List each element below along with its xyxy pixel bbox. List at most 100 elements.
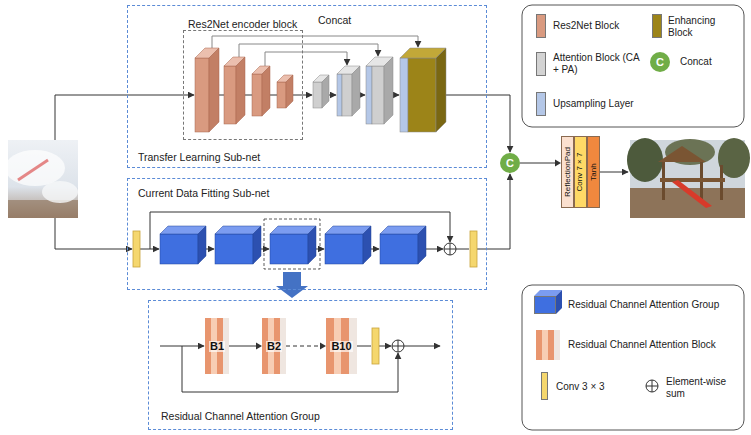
legend-swatch (536, 92, 546, 116)
residual-group-cubes-part (418, 226, 426, 264)
clear-output-image-part (660, 178, 725, 182)
clear-output-image-part (672, 180, 712, 208)
res2net-blocks-part (224, 66, 236, 124)
residual-group-cubes (160, 226, 426, 264)
legend-entry: Enhancing Block (668, 15, 730, 39)
res2net-blocks-part (252, 74, 262, 116)
group-panel: Residual Channel Attention GroupB1B2B10 (148, 300, 453, 430)
legend-text: Residual Channel Attention Block (568, 339, 740, 351)
legend-entry: Concat (680, 56, 740, 68)
connector-lines-part (456, 249, 469, 250)
connector-line (520, 163, 556, 164)
hazy-input-image-part (18, 160, 48, 180)
node-text: B2 (266, 341, 282, 352)
decoder-blocks-part (342, 74, 352, 116)
hazy-input-image-part (42, 181, 78, 203)
conv-bars-part (133, 231, 140, 267)
legend-frames-part (522, 285, 744, 430)
res2net-blocks-part (286, 75, 293, 108)
connector-lines-part (239, 44, 378, 57)
node-text: Res2Net encoder block (188, 18, 297, 30)
symbol-label: C (656, 57, 664, 68)
node-text: Transfer Learning Sub-net (138, 151, 260, 163)
connector-lines-part (393, 95, 399, 96)
res2net-blocks-part (262, 66, 270, 116)
node-text: B1 (209, 341, 225, 352)
node-text: ReflectionPad (564, 147, 572, 197)
decoder-blocks-part (322, 75, 329, 108)
connector (286, 343, 326, 350)
legend-text: Concat (680, 56, 740, 68)
decoder-blocks-part (366, 66, 372, 124)
decoder-blocks (313, 48, 446, 132)
residual-group-cubes-part (215, 234, 253, 264)
decoder-blocks-part (372, 66, 384, 124)
connector-lines-part (404, 346, 440, 347)
node-text: Current Data Fitting Sub-net (138, 187, 269, 199)
legend-text: Residual Channel Attention Group (568, 299, 740, 311)
decoder-blocks-part (337, 74, 342, 116)
decoder-blocks-part (408, 58, 436, 132)
residual-group-cubes-part (253, 226, 261, 264)
decoder-blocks-part (313, 82, 322, 108)
label-holder: C (650, 52, 670, 72)
clear-output-image (627, 138, 750, 218)
legend-entry: Conv 3 × 3 (556, 381, 636, 393)
legend-frames-part (522, 5, 744, 127)
subnet-panel: Transfer Learning Sub-net Res2Net encoder… (127, 5, 487, 168)
sum-symbols-part (646, 380, 658, 392)
res2net-blocks (195, 48, 293, 132)
layer-bar: Conv 7 × 7 (574, 136, 587, 208)
residual-group-cubes-part (198, 226, 206, 264)
sum-symbols-part (646, 380, 658, 392)
legend-swatch (541, 372, 548, 400)
legend-symbols-part (650, 52, 670, 72)
connector-lines (55, 36, 628, 392)
connector-line (229, 346, 257, 347)
connector-lines-part (360, 95, 365, 96)
residual-group-cubes-part (308, 226, 316, 264)
legend-swatch (536, 14, 546, 38)
attention-block: B2 (262, 318, 286, 374)
node-text: C (506, 158, 514, 169)
legend-text: Res2Net Block (553, 20, 643, 32)
residual-group-cubes-part (325, 234, 363, 264)
legend-symbols-part (556, 290, 562, 314)
legend-entry: Attention Block (CA + PA) (553, 52, 641, 76)
node-text: B10 (330, 341, 352, 352)
connector-lines-part (55, 95, 194, 140)
connector-lines-part (55, 218, 132, 249)
annotation-label: Concat (318, 14, 351, 26)
sum-symbols (392, 243, 658, 392)
legend-text: Enhancing Block (668, 15, 730, 39)
connector-lines-part (600, 172, 628, 173)
zoom-indicator (264, 219, 320, 298)
sum-symbols-part (392, 340, 404, 352)
legend-entry: Residual Channel Attention Block (568, 339, 740, 351)
conv-bars-part (470, 231, 477, 267)
layer-bar: ReflectionPad (561, 136, 574, 208)
legend-symbols-part (536, 330, 542, 360)
legend-entry: Res2Net Block (553, 20, 643, 32)
decoder-blocks-part (384, 57, 393, 124)
conv-bars-part (372, 328, 379, 364)
legend-text: Attention Block (CA + PA) (553, 52, 641, 76)
legend-swatch (536, 52, 546, 76)
legend-entry: Upsampling Layer (553, 98, 653, 110)
attention-block: B1 (205, 318, 229, 374)
legend-entry: Element-wise sum (666, 376, 738, 400)
legend-text: Upsampling Layer (553, 98, 653, 110)
node-text: Conv 7 × 7 (577, 153, 585, 192)
connector-lines-part (426, 249, 443, 250)
clear-output-image-part (720, 165, 723, 200)
connector-lines-part (379, 346, 391, 347)
res2net-blocks-part (195, 58, 209, 132)
hazy-input-image-part (8, 200, 78, 218)
attention-block: B10 (326, 318, 357, 374)
connector-lines-part (329, 95, 336, 96)
legend-symbols (534, 52, 670, 360)
decoder-blocks-part (436, 48, 446, 132)
legend-symbols-part (554, 330, 560, 360)
connector-lines-part (261, 249, 269, 250)
